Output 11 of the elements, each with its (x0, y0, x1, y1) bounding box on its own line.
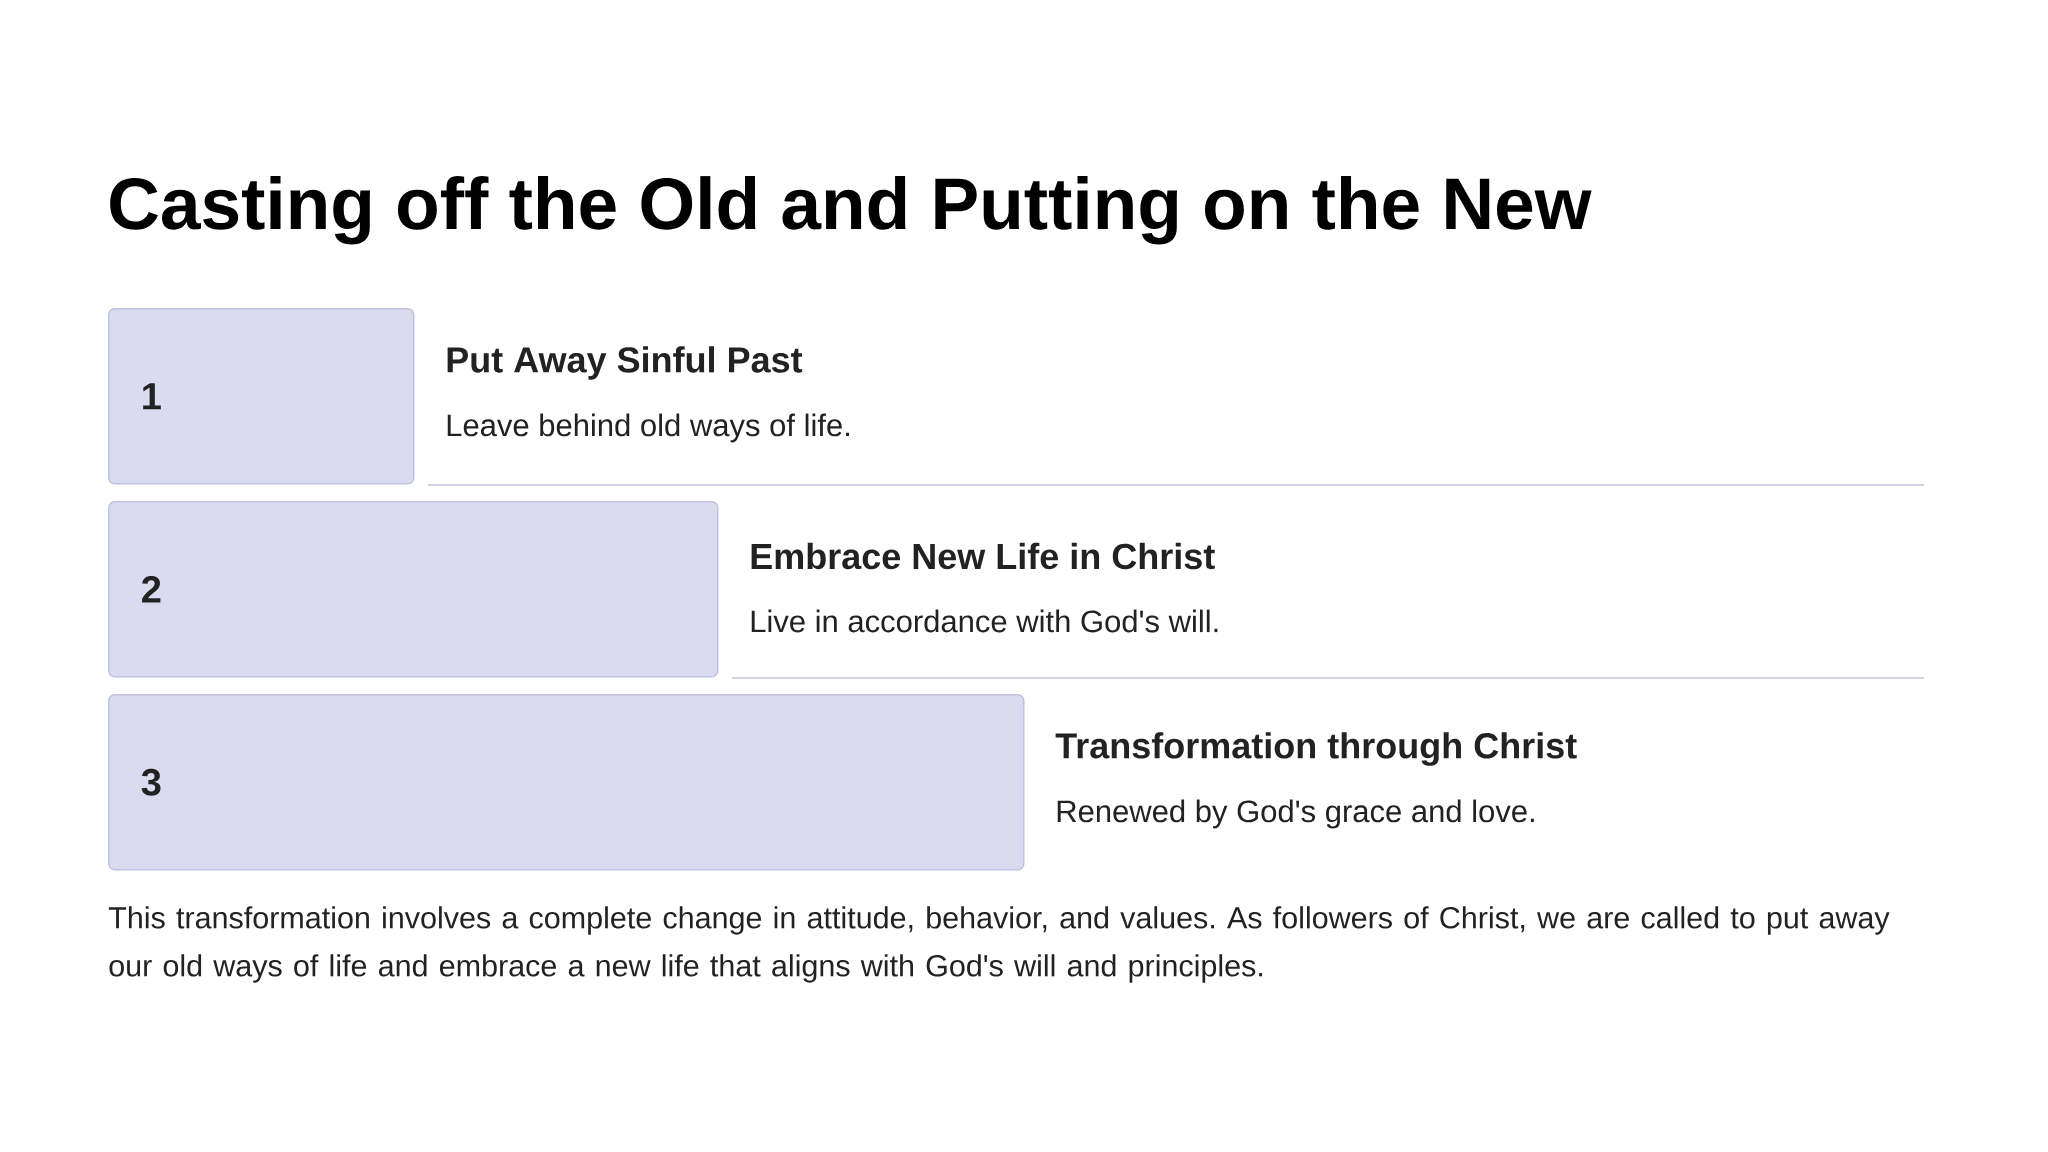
step-heading: Put Away Sinful Past (447, 346, 803, 380)
step-heading: Transformation through Christ (1055, 732, 1577, 766)
title: Casting off the Old and Putting on the New (110, 176, 1592, 245)
step-description: Renewed by God's grace and love. (1057, 799, 1534, 829)
numbered-box: 1 (108, 308, 415, 485)
numbered-box: 2 (108, 501, 719, 678)
step-description: Leave behind old ways of life. (447, 413, 849, 443)
step-description: Live in accordance with God's will. (751, 609, 1218, 633)
step-heading: Embrace New Life in Christ (751, 542, 1215, 570)
numbered-box: 3 (108, 694, 1025, 871)
body-paragraph: This transformation involves a complete change in attitude, behavior, and values. As followers of Christ, we are called to put away our old ways of life and embrace a new life that aligns with God's will and principles. (108, 906, 1890, 983)
